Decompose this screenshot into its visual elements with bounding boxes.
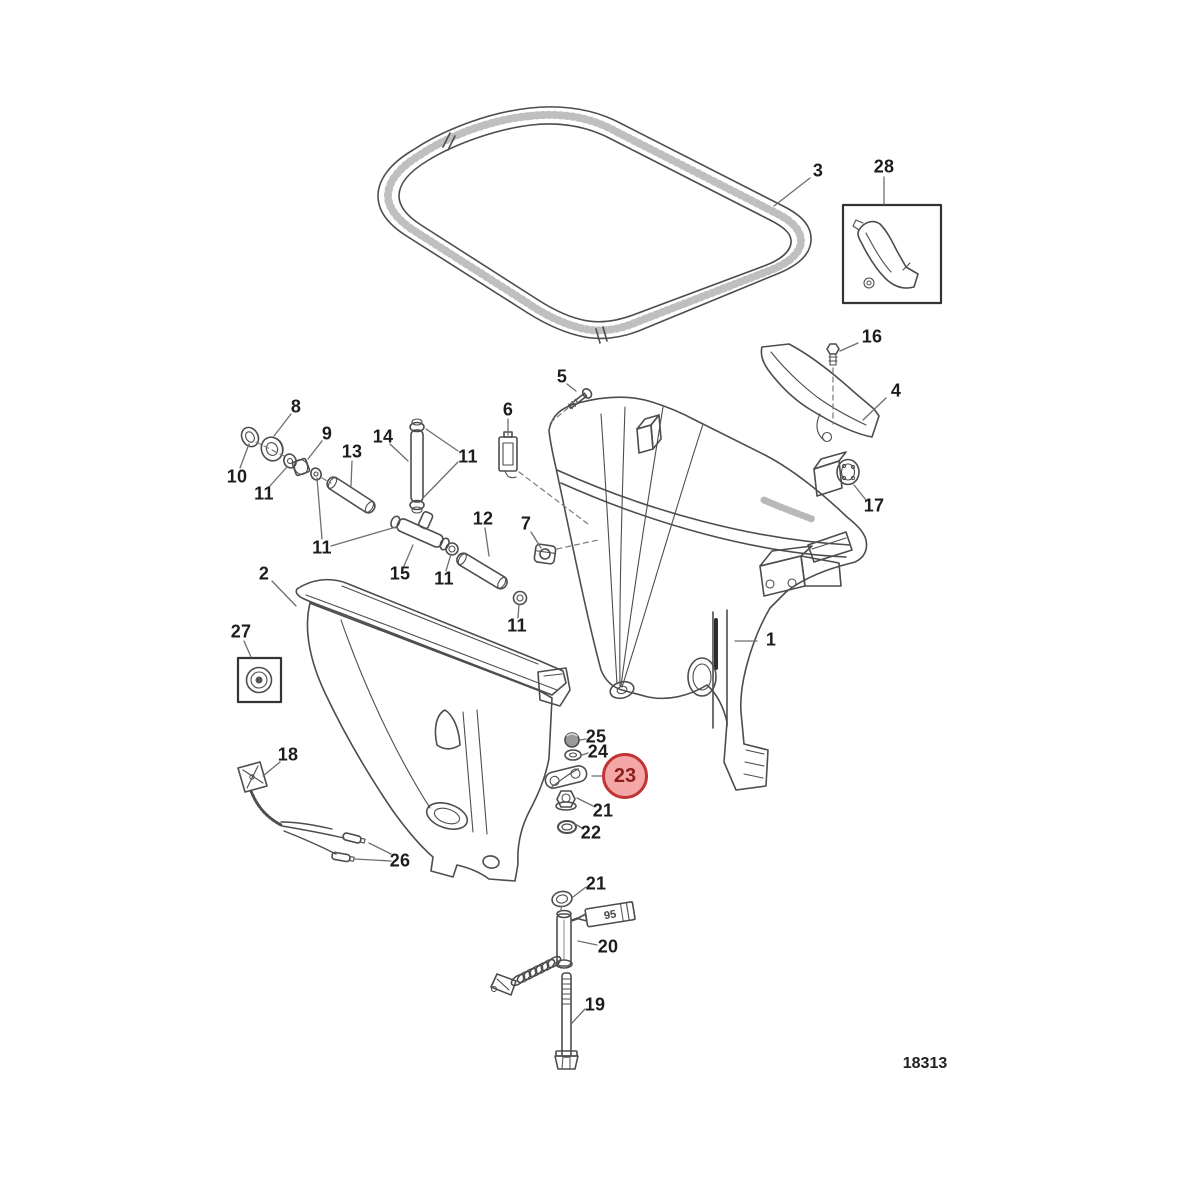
part-14-tube bbox=[409, 418, 425, 514]
part-8-bushing bbox=[260, 436, 284, 462]
callout-15: 15 bbox=[389, 563, 411, 584]
part-10-washer bbox=[240, 426, 260, 448]
callout-6: 6 bbox=[502, 399, 514, 420]
callout-11e: 11 bbox=[507, 615, 527, 636]
part-18-harness bbox=[237, 761, 345, 855]
assembly-axis-lines bbox=[255, 367, 834, 913]
part-3-seal-ring bbox=[377, 106, 812, 344]
callout-11b: 11 bbox=[458, 446, 478, 467]
leader-lines bbox=[239, 176, 887, 1024]
part-17-connector bbox=[813, 451, 860, 497]
callout-12: 12 bbox=[472, 508, 494, 529]
part-23-latch-plate bbox=[544, 765, 588, 789]
part-27-boxed-grommet bbox=[236, 656, 283, 704]
callout-4: 4 bbox=[890, 380, 902, 401]
callout-14: 14 bbox=[372, 426, 394, 447]
lubricant-tube-95: 95 bbox=[571, 901, 636, 928]
callout-10: 10 bbox=[226, 466, 248, 487]
callout-3: 3 bbox=[812, 160, 824, 181]
highlight-circle-23[interactable]: 23 bbox=[602, 753, 648, 799]
part-5-screw bbox=[567, 388, 593, 410]
part-15-t-fitting bbox=[390, 511, 450, 551]
callout-8: 8 bbox=[290, 396, 302, 417]
part-22-o-ring bbox=[557, 820, 577, 834]
part-20-latch-shaft bbox=[490, 909, 573, 996]
part-21-flange-nut bbox=[555, 790, 577, 811]
part-20-spring bbox=[510, 955, 562, 987]
part-7-grommet bbox=[533, 543, 557, 565]
part-13-hose bbox=[326, 476, 376, 514]
callout-2: 2 bbox=[258, 563, 270, 584]
callout-13: 13 bbox=[341, 441, 363, 462]
callout-9: 9 bbox=[321, 423, 333, 444]
tube-95-text: 95 bbox=[603, 908, 617, 922]
callout-11d: 11 bbox=[434, 568, 454, 589]
part-25-cap-nut bbox=[564, 732, 580, 748]
part-21-cap-lower bbox=[551, 890, 573, 908]
callout-7: 7 bbox=[520, 513, 532, 534]
callout-25: 25 bbox=[585, 726, 607, 747]
part-4-support-bracket bbox=[760, 343, 880, 443]
part-11-nut-a bbox=[445, 542, 459, 556]
part-12-hose bbox=[456, 552, 508, 590]
callout-11a: 11 bbox=[254, 483, 274, 504]
part-19-bolt bbox=[554, 972, 579, 1070]
callout-21b: 21 bbox=[585, 873, 607, 894]
callout-26: 26 bbox=[389, 850, 411, 871]
callout-22: 22 bbox=[580, 822, 602, 843]
callout-27: 27 bbox=[230, 621, 252, 642]
part-28-boxed-bracket bbox=[841, 203, 943, 305]
part-1-right-cowl bbox=[548, 396, 868, 791]
part-24-washer bbox=[564, 749, 582, 761]
callout-19: 19 bbox=[584, 994, 606, 1015]
part-9-seal-stack bbox=[283, 453, 322, 481]
drawing-number: 18313 bbox=[902, 1055, 948, 1072]
callout-18: 18 bbox=[277, 744, 299, 765]
callout-24: 24 bbox=[587, 741, 609, 762]
part-16-bolt bbox=[826, 343, 840, 366]
callout-28: 28 bbox=[873, 156, 895, 177]
part-2-left-cowl bbox=[295, 578, 571, 882]
callout-1: 1 bbox=[765, 629, 777, 650]
callout-17: 17 bbox=[863, 495, 885, 516]
callout-16: 16 bbox=[861, 326, 883, 347]
callout-11c: 11 bbox=[312, 537, 332, 558]
part-6-latch-keeper bbox=[498, 431, 518, 479]
callout-5: 5 bbox=[556, 366, 568, 387]
part-11-nut-b bbox=[512, 590, 528, 606]
callout-21a: 21 bbox=[592, 800, 614, 821]
callout-20: 20 bbox=[597, 936, 619, 957]
